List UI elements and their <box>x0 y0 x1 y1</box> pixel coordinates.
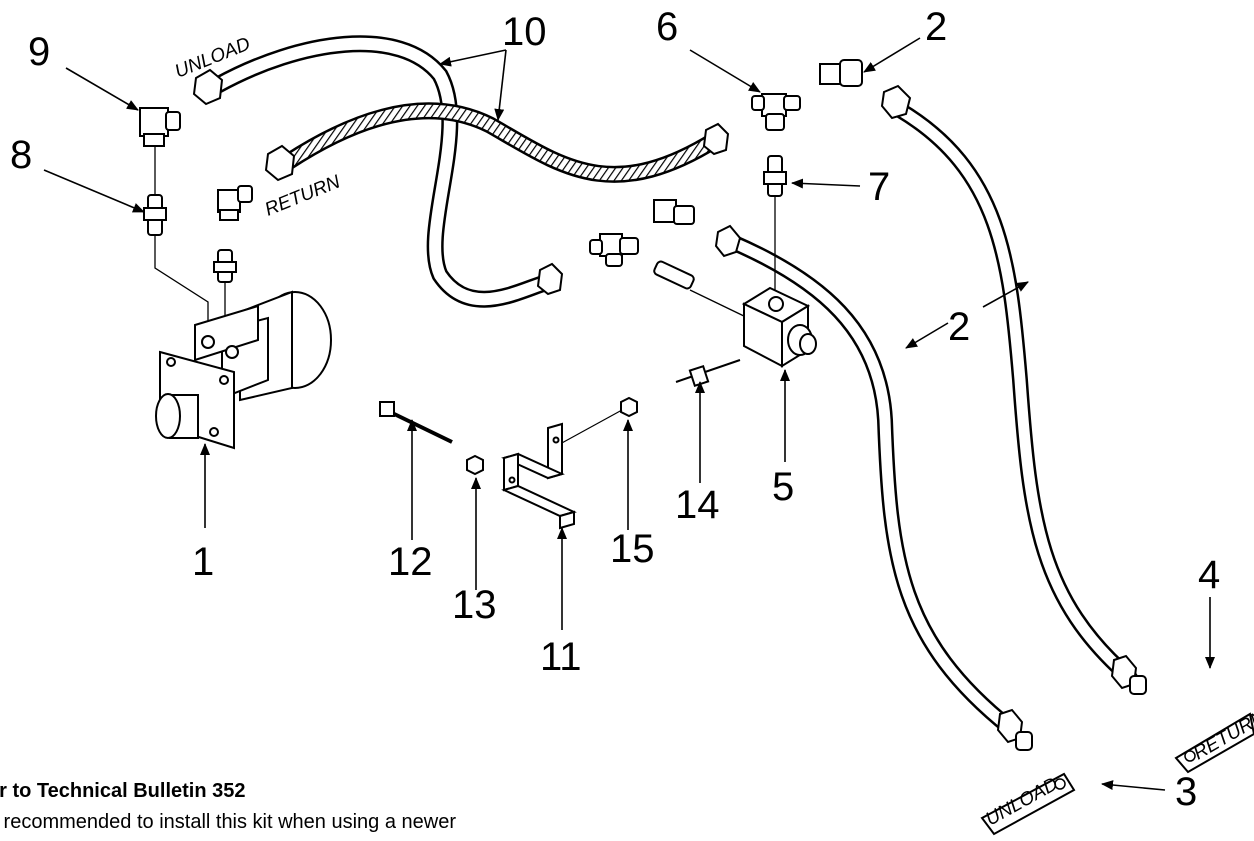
callout-1: 1 <box>192 540 214 584</box>
callout-8: 8 <box>10 133 32 177</box>
straight-fitting-icon <box>143 155 787 290</box>
elbow-fitting-icon <box>139 59 863 225</box>
tee-fitting-icon <box>589 93 801 267</box>
unload-tag: UNLOAD <box>980 772 1076 836</box>
callout-2-top: 2 <box>925 5 947 49</box>
callout-12: 12 <box>388 540 433 584</box>
hydraulic-motor-icon <box>155 290 332 450</box>
return-tag: RETURN <box>1174 706 1254 774</box>
callout-10: 10 <box>502 10 547 54</box>
callout-9: 9 <box>28 30 50 74</box>
callout-3: 3 <box>1175 770 1197 814</box>
hose-unload-top <box>209 35 557 308</box>
valve-block-icon <box>741 286 817 368</box>
callout-5: 5 <box>772 465 794 509</box>
callout-4: 4 <box>1198 553 1220 597</box>
barb-fitting-icon <box>1015 675 1147 751</box>
return-tag-label: RETURN <box>1190 706 1254 764</box>
mounting-bracket-icon <box>501 422 577 530</box>
hose-nut-icon <box>192 68 1138 744</box>
hose-return-long <box>892 102 1138 686</box>
callout-11: 11 <box>540 635 582 679</box>
nut-icon <box>466 396 638 476</box>
note-text: s recommended to install this kit when u… <box>0 808 468 836</box>
callout-13: 13 <box>452 583 497 627</box>
callout-7: 7 <box>868 165 890 209</box>
nut-leader <box>559 409 623 445</box>
note-heading-text: er to Technical Bulletin 352 <box>0 780 246 802</box>
callout-15: 15 <box>610 527 655 571</box>
callout-arrows <box>43 37 1215 791</box>
bolt-icon <box>379 359 741 444</box>
callout-6: 6 <box>656 5 678 49</box>
hose-return-braided <box>279 102 724 183</box>
callout-2-side: 2 <box>948 305 970 349</box>
note-body-text: s recommended to install this kit when u… <box>0 811 457 833</box>
hose-unload-long <box>724 234 1018 736</box>
callout-14: 14 <box>675 483 720 527</box>
return-hose-label: RETURN <box>262 171 344 220</box>
note-heading: er to Technical Bulletin 352 <box>0 780 257 803</box>
